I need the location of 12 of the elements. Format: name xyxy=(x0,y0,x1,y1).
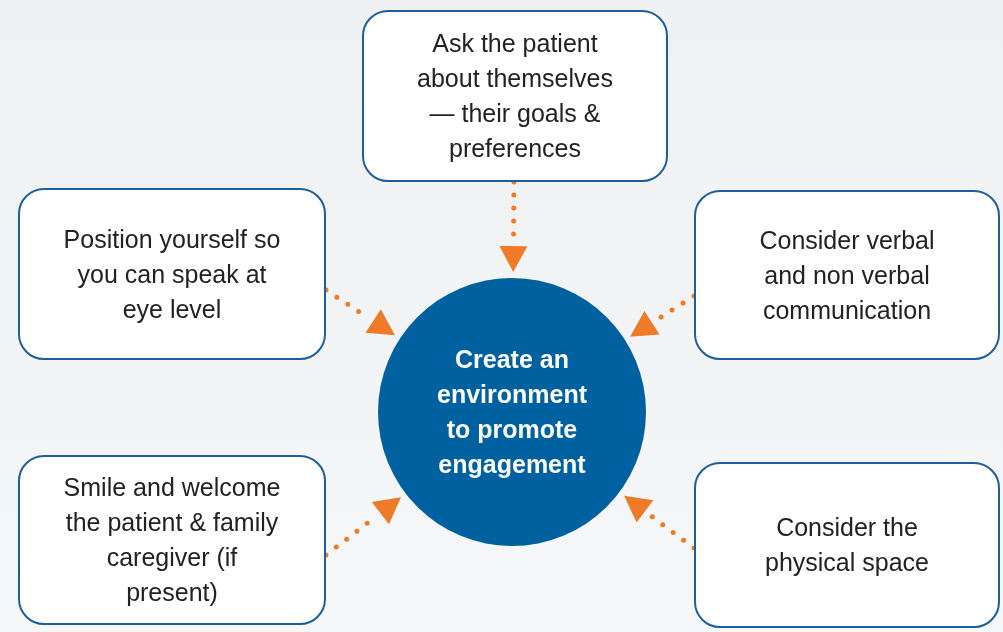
center-title: Create an environment to promote engagement xyxy=(436,344,588,480)
tip-text: Consider the physical space xyxy=(764,512,930,578)
tip-box xyxy=(362,10,668,182)
tip-box xyxy=(18,455,326,625)
tip-text: Smile and welcome the patient & family caregiver (if present) xyxy=(62,472,282,608)
tip-text: Consider verbal and non verbal communication xyxy=(758,224,936,326)
tip-text: Ask the patient about themselves — their goals & preferences xyxy=(416,28,614,164)
tip-box xyxy=(18,188,326,360)
tip-text: Position yourself so you can speak at eye level xyxy=(62,223,282,325)
tip-box xyxy=(694,190,1000,360)
tip-box xyxy=(694,462,1000,628)
dotted-arrow xyxy=(499,179,528,272)
